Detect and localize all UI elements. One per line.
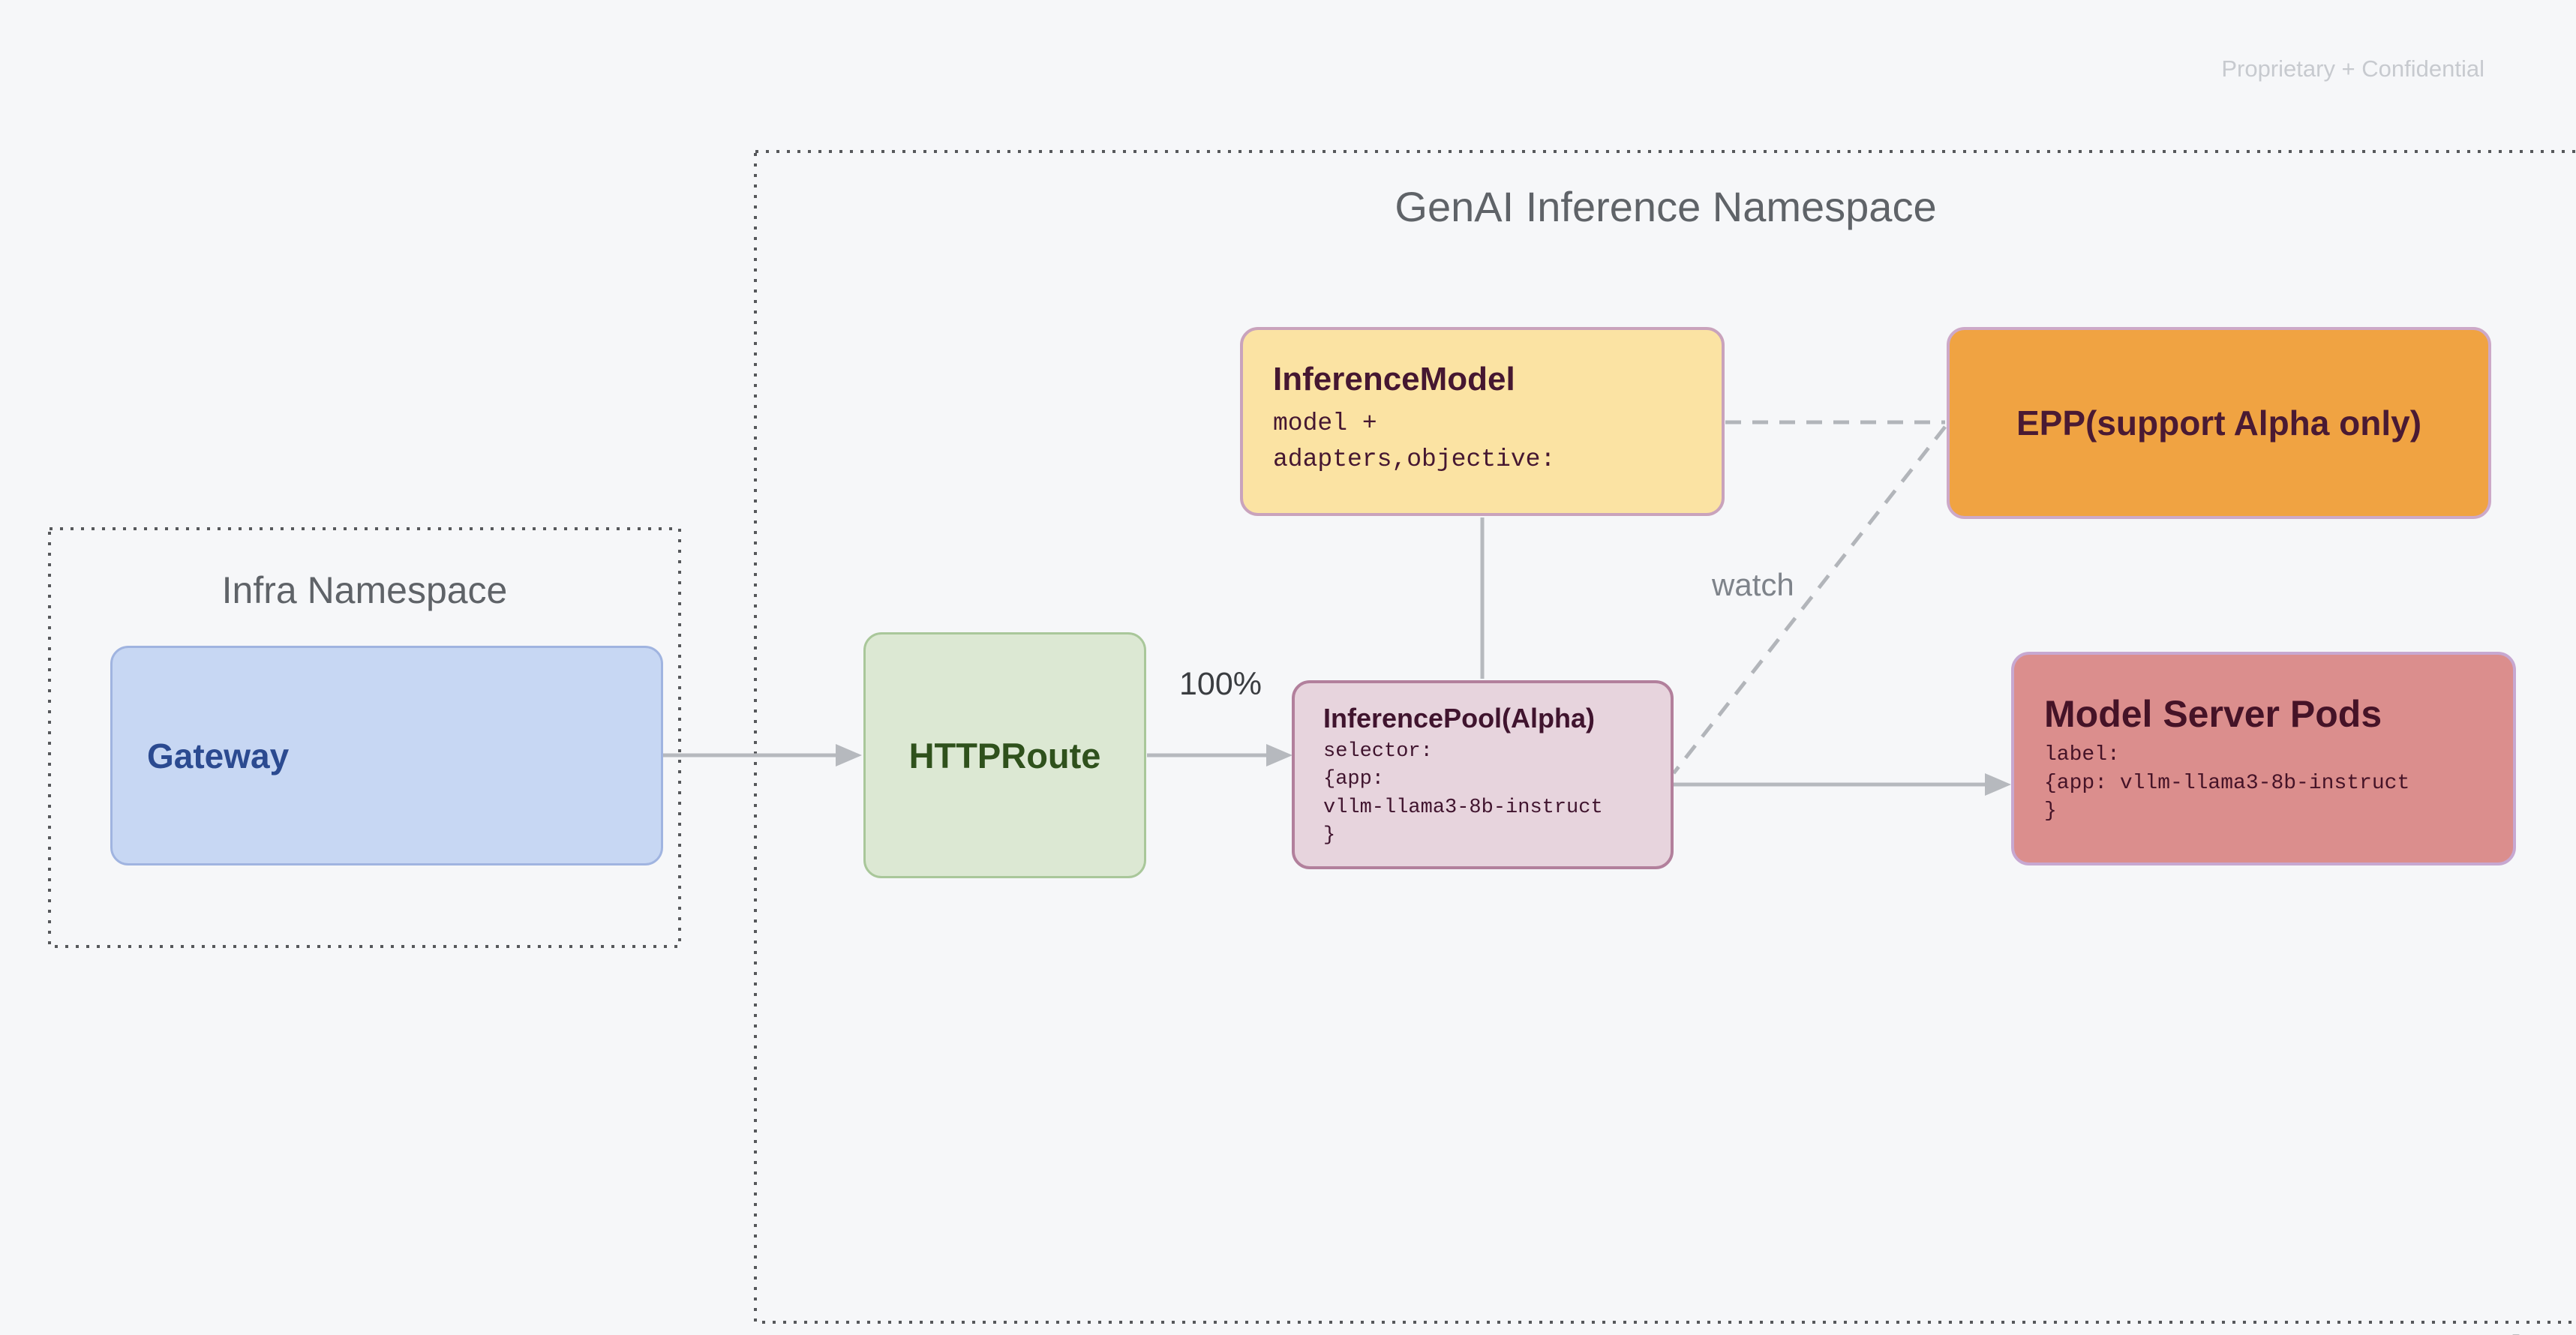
node-epp: EPP(support Alpha only) (1947, 327, 2491, 519)
code-line: label: (2044, 742, 2120, 766)
model-server-pods-code: label: {app: vllm-llama3-8b-instruct } (2044, 741, 2513, 826)
inference-pool-code: selector: {app: vllm-llama3-8b-instruct … (1323, 738, 1671, 850)
epp-label: EPP(support Alpha only) (2016, 404, 2422, 442)
code-line: vllm-llama3-8b-instruct (1323, 796, 1603, 819)
code-line: } (1323, 824, 1336, 847)
watermark: Proprietary + Confidential (2221, 56, 2484, 82)
gateway-label: Gateway (147, 736, 290, 776)
node-model-server-pods: Model Server Pods label: {app: vllm-llam… (2011, 652, 2516, 866)
node-inference-pool: InferencePool(Alpha) selector: {app: vll… (1292, 680, 1674, 869)
code-line: adapters,objective: (1273, 445, 1556, 473)
edge-inferencepool-pods (1674, 773, 2011, 796)
model-server-pods-title: Model Server Pods (2044, 692, 2382, 735)
inference-pool-title: InferencePool(Alpha) (1323, 703, 1596, 734)
watch-label: watch (1712, 567, 1794, 602)
code-line: {app: (1323, 768, 1385, 791)
google-logo-partial: Google (2384, 1325, 2549, 1335)
node-gateway: Gateway (110, 646, 663, 866)
inference-model-title: InferenceModel (1273, 361, 1515, 398)
code-line: {app: vllm-llama3-8b-instruct (2044, 771, 2410, 795)
code-line: model + (1273, 409, 1377, 437)
infra-namespace-title: Infra Namespace (221, 569, 508, 611)
node-inference-model: InferenceModel model + adapters,objectiv… (1240, 327, 1725, 516)
node-httproute: HTTPRoute (863, 632, 1146, 878)
httproute-label: HTTPRoute (908, 735, 1101, 776)
genai-namespace-title: GenAI Inference Namespace (1395, 183, 1937, 230)
inference-model-code: model + adapters,objective: (1273, 406, 1722, 478)
code-line: selector: (1323, 740, 1433, 763)
edge-gateway-httproute (663, 744, 862, 766)
route-weight-label: 100% (1179, 666, 1262, 702)
code-line: } (2044, 800, 2057, 824)
edge-httproute-inferencepool (1147, 744, 1293, 766)
